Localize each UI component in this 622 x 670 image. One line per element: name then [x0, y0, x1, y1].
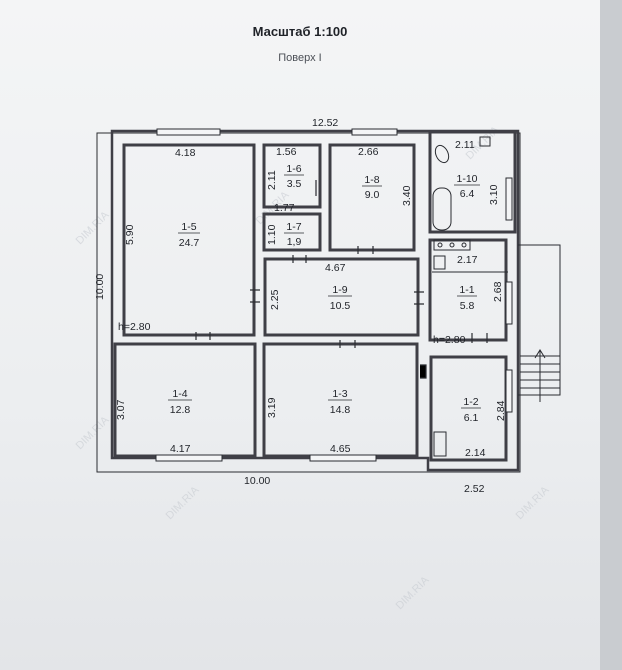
dim-r18-height: 3.40: [401, 185, 413, 206]
dim-r13-height: 3.19: [266, 397, 278, 418]
room-1-9: 1-9 10.5: [328, 284, 352, 312]
dim-r11-width: 2.17: [457, 254, 478, 266]
dim-bottom-ext: 2.52: [464, 483, 485, 495]
dim-r110-width: 2.11: [455, 139, 475, 151]
room-id: 1-6: [286, 163, 301, 175]
room-area: 5.8: [460, 300, 475, 312]
room-area: 6.1: [464, 412, 479, 424]
dim-r15-width: 4.18: [175, 147, 196, 159]
dim-r12-width: 2.14: [465, 447, 486, 459]
dim-r110-height: 3.10: [488, 184, 500, 205]
dim-r11-height: 2.68: [492, 281, 504, 302]
sheet-shadow-edge: [600, 0, 622, 670]
dimension-labels: 12.52 10.00 10.00 2.52 4.18 5.90 h=2.80 …: [94, 117, 507, 495]
room-area: 6.4: [460, 188, 475, 200]
heater-icon: [433, 255, 446, 270]
dim-ceiling-ext: h=2.80: [433, 334, 466, 346]
bathroom-fixtures: [432, 136, 508, 457]
room-id: 1-8: [364, 174, 379, 186]
room-area: 14.8: [330, 404, 351, 416]
watermark-text: DIM.RIA: [394, 574, 432, 612]
doors: [195, 180, 488, 379]
watermark-layer: DIM.RIA DIM.RIA DIM.RIA DIM.RIA DIM.RIA …: [74, 124, 552, 612]
room-area: 24.7: [179, 237, 200, 249]
room-id: 1-1: [459, 284, 474, 296]
dim-r15-height: 5.90: [124, 224, 136, 245]
floor-label: Поверх I: [278, 52, 322, 64]
room-area: 9.0: [365, 189, 380, 201]
room-1-7: 1-7 1,9: [284, 221, 304, 248]
room-id: 1-10: [456, 173, 477, 185]
windows: [155, 128, 513, 462]
room-labels: 1-5 24.7 1-6 3.5 1-7 1,9 1-8 9.0 1-10 6.…: [168, 163, 481, 424]
room-id: 1-4: [172, 388, 187, 400]
dim-bottom-main: 10.00: [244, 475, 270, 487]
room-id: 1-7: [286, 221, 301, 233]
dim-overall-width: 12.52: [312, 117, 338, 129]
room-1-3: 1-3 14.8: [328, 388, 352, 416]
dim-r16-height: 2.11: [266, 170, 278, 190]
dim-overall-height: 10.00: [94, 274, 106, 300]
dim-r19-width: 4.67: [325, 262, 346, 274]
watermark-text: DIM.RIA: [164, 484, 202, 522]
dim-r17-width: 1.77: [274, 202, 295, 214]
dim-ceiling-main: h=2.80: [118, 321, 151, 333]
room-id: 1-2: [463, 396, 478, 408]
sink-icon: [479, 136, 491, 147]
room-area: 1,9: [287, 236, 302, 248]
bathtub-icon: [432, 187, 452, 231]
room-1-10: 1-10 6.4: [454, 173, 480, 200]
stove-icon: [433, 239, 471, 251]
dim-r19-height: 2.25: [269, 289, 281, 310]
watermark-text: DIM.RIA: [514, 484, 552, 522]
room-1-1: 1-1 5.8: [457, 284, 477, 312]
room-1-6: 1-6 3.5: [284, 163, 304, 190]
room-1-2: 1-2 6.1: [461, 396, 481, 424]
room-id: 1-5: [181, 221, 196, 233]
dim-r16-width: 1.56: [276, 146, 297, 158]
watermark-text: DIM.RIA: [74, 414, 112, 452]
room-area: 12.8: [170, 404, 191, 416]
dim-r14-height: 3.07: [115, 399, 127, 420]
watermark-text: DIM.RIA: [74, 209, 112, 247]
room-id: 1-3: [332, 388, 347, 400]
room-1-8: 1-8 9.0: [362, 174, 382, 201]
entrance-stairs: [518, 244, 561, 402]
dim-r18-width: 2.66: [358, 146, 379, 158]
scale-title: Масштаб 1:100: [252, 24, 348, 39]
boiler-icon: [433, 431, 447, 457]
dim-r17-height: 1.10: [266, 224, 278, 245]
room-1-5: 1-5 24.7: [178, 221, 200, 249]
toilet-icon: [434, 144, 450, 164]
room-id: 1-9: [332, 284, 347, 296]
room-area: 3.5: [287, 178, 302, 190]
room-area: 10.5: [330, 300, 351, 312]
floor-plan: DIM.RIA DIM.RIA DIM.RIA DIM.RIA DIM.RIA …: [74, 117, 561, 612]
room-1-4: 1-4 12.8: [168, 388, 192, 416]
dim-r14-width: 4.17: [170, 443, 191, 455]
dim-r12-height: 2.84: [495, 400, 507, 421]
dim-r13-width: 4.65: [330, 443, 351, 455]
